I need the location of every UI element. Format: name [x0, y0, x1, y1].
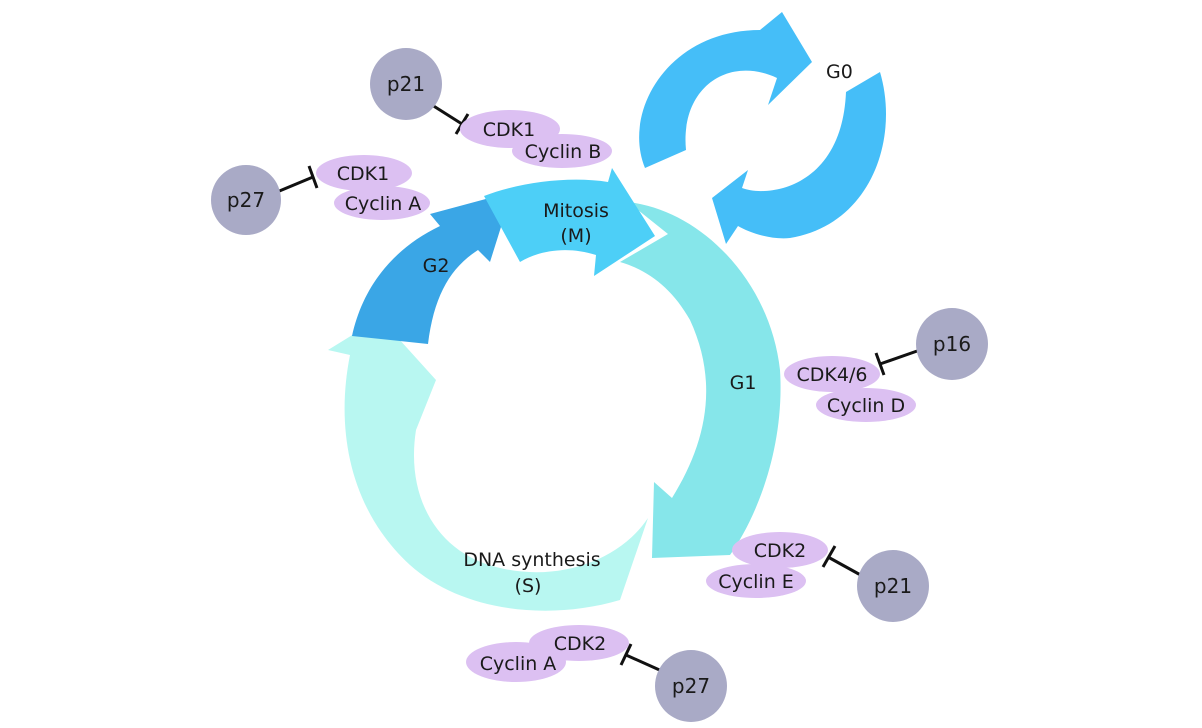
- s-phase-arrow: [328, 318, 648, 611]
- complex-cdk2-cyclin-a: p27 CDK2 Cyclin A: [466, 625, 727, 722]
- cyclin-ellipse: [512, 134, 612, 168]
- inhibition-bar: [821, 545, 837, 568]
- cell-cycle-ring: Mitosis (M) G1 G2 DNA synthesis (S): [328, 168, 781, 611]
- cdk-label: CDK1: [337, 163, 389, 185]
- mitosis-label-line1: Mitosis: [543, 200, 609, 222]
- cdk-label: CDK2: [754, 540, 806, 562]
- mitosis-label-line2: (M): [560, 225, 591, 247]
- cyclin-label: Cyclin D: [827, 395, 905, 417]
- inhibition-line: [625, 653, 665, 674]
- g0-cycle: G0: [639, 12, 886, 244]
- inhibitor-label: p21: [874, 574, 912, 598]
- inhibition-line: [431, 103, 463, 126]
- s-label-line1: DNA synthesis: [463, 549, 600, 571]
- inhibition-bar: [874, 352, 886, 376]
- cdk-label: CDK4/6: [797, 364, 868, 386]
- inhibitor-label: p21: [387, 72, 425, 96]
- complex-cdk1-cyclin-b: p21 CDK1 Cyclin B: [370, 48, 612, 168]
- complex-cdk2-cyclin-e: p21 CDK2 Cyclin E: [706, 532, 929, 622]
- g0-label: G0: [826, 61, 853, 83]
- inhibition-line: [276, 175, 314, 194]
- inhibitor-label: p27: [227, 188, 265, 212]
- g0-arrow-lower: [712, 72, 886, 244]
- cyclin-label: Cyclin B: [525, 141, 602, 163]
- cyclin-label: Cyclin E: [718, 571, 794, 593]
- inhibition-line: [879, 348, 921, 366]
- cyclin-label: Cyclin A: [480, 653, 557, 675]
- inhibition-bar: [619, 643, 633, 666]
- inhibitor-p16: [916, 308, 988, 380]
- g2-phase-arrow: [352, 192, 512, 344]
- complex-cdk1-cyclin-a: p27 CDK1 Cyclin A: [211, 155, 430, 235]
- g1-label: G1: [730, 372, 757, 394]
- inhibitor-label: p27: [672, 674, 710, 698]
- cdk-ellipse: [529, 625, 629, 661]
- inhibitor-p27: [211, 165, 281, 235]
- cdk-ellipse: [732, 532, 828, 568]
- inhibitor-label: p16: [933, 332, 971, 356]
- cyclin-label: Cyclin A: [345, 193, 422, 215]
- cdk-ellipse: [316, 155, 412, 191]
- s-label-line2: (S): [515, 575, 542, 597]
- inhibitor-p27: [655, 650, 727, 722]
- cdk-label: CDK2: [554, 633, 606, 655]
- g1-phase-arrow: [620, 202, 781, 558]
- cdk-ellipse: [784, 356, 880, 392]
- inhibition-bar: [307, 165, 319, 189]
- g0-arrow-upper: [639, 12, 812, 168]
- cyclin-ellipse: [816, 388, 916, 422]
- complex-cdk46-cyclin-d: p16 CDK4/6 Cyclin D: [784, 308, 988, 422]
- cyclin-ellipse: [334, 186, 430, 220]
- cyclin-ellipse: [706, 564, 806, 598]
- inhibitor-p21: [857, 550, 929, 622]
- cdk-label: CDK1: [483, 119, 535, 141]
- g2-label: G2: [423, 255, 450, 277]
- mitosis-arrow: [484, 168, 655, 276]
- inhibitor-p21: [370, 48, 442, 120]
